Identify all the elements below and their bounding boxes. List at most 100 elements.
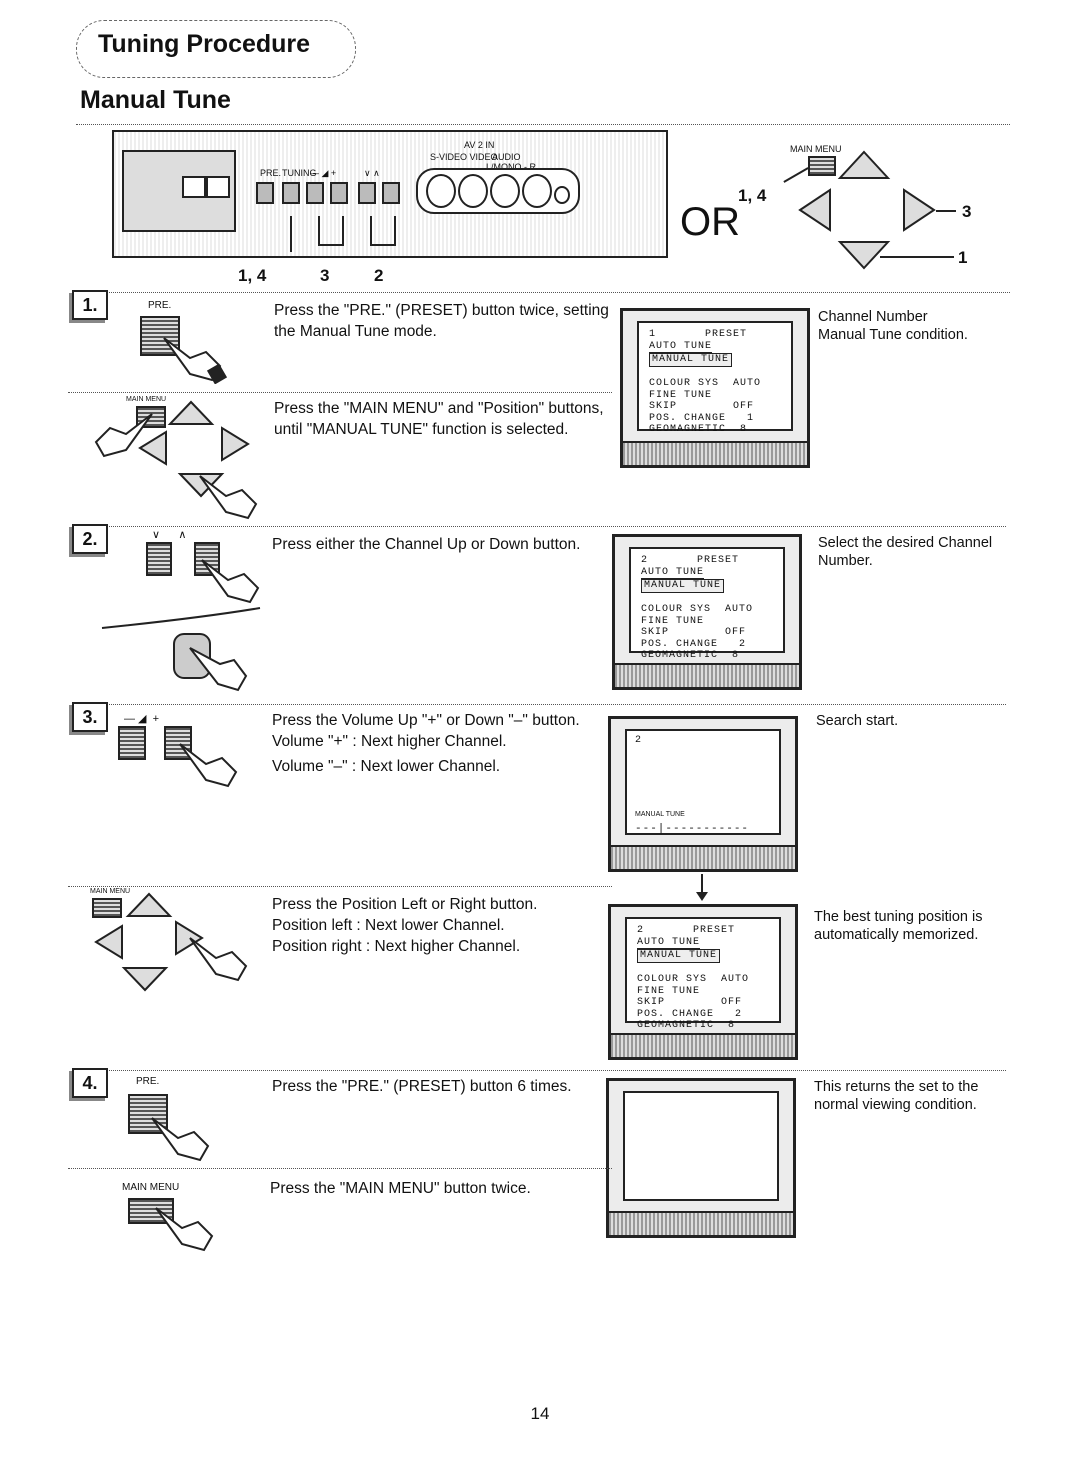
step-3-sub-line-3: Position right : Next higher Channel. bbox=[272, 938, 521, 955]
av-jack-panel bbox=[416, 168, 580, 214]
headphone-jack bbox=[554, 186, 570, 204]
osd-skip: SKIP OFF bbox=[649, 401, 755, 412]
page-number: 14 bbox=[530, 1404, 550, 1423]
step-1-osd: 1 PRESET AUTO TUNE MANUAL TUNE COLOUR SY… bbox=[649, 329, 761, 436]
osd-geomagnetic: GEOMAGNETIC 8 bbox=[641, 650, 740, 661]
step-4-sub-hand-icon bbox=[155, 1207, 214, 1252]
step-3-search-screen: 2 MANUAL TUNE ---|----------- bbox=[625, 729, 781, 835]
step-3-instruction-line-2: Volume "+" : Next higher Channel. bbox=[272, 733, 507, 750]
step-3-hand-icon bbox=[179, 743, 238, 788]
step-3-search-tv: 2 MANUAL TUNE ---|----------- bbox=[608, 716, 798, 872]
step-4-screen bbox=[623, 1091, 779, 1201]
osd-fine-tune: FINE TUNE bbox=[641, 615, 705, 627]
channel-down-button[interactable] bbox=[358, 182, 376, 204]
step-4-tv bbox=[606, 1078, 796, 1238]
step-3-right-arrow-icon bbox=[175, 920, 204, 956]
step-3-button-label: — ◢ + bbox=[124, 713, 160, 725]
callout-volume: 3 bbox=[320, 266, 330, 285]
osd-preset: PRESET bbox=[697, 555, 740, 566]
panel-label-video: S-VIDEO VIDEO bbox=[430, 152, 498, 162]
step-2-divider bbox=[72, 526, 1006, 527]
callout-channel: 2 bbox=[374, 266, 384, 285]
leader-line-down bbox=[880, 256, 954, 258]
step-1-hand-right-icon bbox=[199, 475, 258, 520]
right-arrow-icon[interactable] bbox=[900, 186, 938, 234]
leader-line-ch1 bbox=[370, 216, 372, 246]
osd-channel: 2 bbox=[637, 925, 645, 936]
pre-button[interactable] bbox=[256, 182, 274, 204]
osd-auto-tune: AUTO TUNE bbox=[649, 340, 713, 353]
osd-manual-tune: MANUAL TUNE bbox=[641, 579, 725, 593]
step-3-result-tv-base bbox=[611, 1033, 795, 1057]
remote-main-menu-button[interactable] bbox=[808, 156, 836, 176]
step-3-main-menu-key bbox=[92, 898, 122, 918]
step-3-search-tv-base bbox=[611, 845, 795, 869]
step-1-description: Channel Number Manual Tune condition. bbox=[818, 309, 968, 343]
down-arrow-icon[interactable] bbox=[836, 238, 892, 272]
step-1-number: 1. bbox=[72, 290, 108, 320]
osd-geomagnetic: GEOMAGNETIC 8 bbox=[637, 1020, 736, 1031]
up-arrow-icon[interactable] bbox=[836, 148, 892, 182]
step-1-tv-base bbox=[623, 441, 807, 465]
channel-up-button[interactable] bbox=[382, 182, 400, 204]
osd-channel: 2 bbox=[641, 555, 649, 566]
step-2-hand-icon bbox=[201, 559, 260, 604]
osd-colour-sys: COLOUR SYS AUTO bbox=[649, 378, 762, 389]
power-indicator bbox=[182, 176, 206, 198]
pointing-hand-icon bbox=[163, 337, 228, 384]
panel-label-lmono: L/MONO - R bbox=[486, 162, 537, 172]
osd-preset: PRESET bbox=[705, 329, 748, 340]
leader-line-vol1 bbox=[318, 216, 320, 246]
step-4-tv-base bbox=[609, 1211, 793, 1235]
step-3-up-arrow-icon bbox=[125, 892, 173, 917]
step-2-tv-base bbox=[615, 663, 799, 687]
step-1-hand-left-icon bbox=[94, 413, 153, 458]
section-subtitle: Manual Tune bbox=[80, 86, 231, 114]
tuning-button[interactable] bbox=[282, 182, 300, 204]
panel-label-tuning: TUNING bbox=[282, 168, 317, 178]
step-3-left-arrow-icon bbox=[94, 924, 123, 960]
leader-bracket-vol bbox=[318, 244, 344, 246]
video-jack bbox=[458, 174, 488, 208]
step-1-sub-instruction: Press the "MAIN MENU" and "Position" but… bbox=[274, 400, 604, 438]
osd-manual-tune: MANUAL TUNE bbox=[637, 949, 721, 963]
step-2-channel-up-key bbox=[194, 542, 220, 576]
remote-main-menu-label: MAIN MENU bbox=[790, 144, 842, 154]
osd-colour-sys: COLOUR SYS AUTO bbox=[641, 604, 754, 615]
osd-preset: PRESET bbox=[693, 925, 736, 936]
leader-line-ch2 bbox=[394, 216, 396, 246]
or-label: OR bbox=[680, 200, 740, 244]
step-3-sub-line-1: Press the Position Left or Right button. bbox=[272, 896, 538, 913]
step-2-screen: 2 PRESET AUTO TUNE MANUAL TUNE COLOUR SY… bbox=[629, 547, 785, 661]
osd-fine-tune: FINE TUNE bbox=[649, 389, 713, 401]
volume-up-button[interactable] bbox=[330, 182, 348, 204]
header-divider bbox=[76, 124, 1010, 125]
down-flow-arrow-icon bbox=[696, 874, 708, 901]
osd-auto-tune: AUTO TUNE bbox=[641, 566, 705, 579]
step-3-down-arrow-icon bbox=[121, 967, 169, 992]
step-4-number: 4. bbox=[72, 1068, 108, 1098]
step-2-button-label: ∨ ∧ bbox=[152, 529, 187, 541]
left-arrow-icon[interactable] bbox=[796, 186, 834, 234]
step-2-remote-curve bbox=[101, 607, 261, 692]
search-osd-channel: 2 bbox=[635, 735, 642, 746]
osd-pos-change: POS. CHANGE 1 bbox=[649, 412, 755, 424]
leader-line-menu bbox=[783, 167, 809, 183]
step-3-sub-line-2: Position left : Next lower Channel. bbox=[272, 917, 505, 934]
step-4-sub-icon-label: MAIN MENU bbox=[122, 1182, 180, 1193]
panel-label-channel: ∨ ∧ bbox=[364, 168, 380, 178]
audio-r-jack bbox=[522, 174, 552, 208]
panel-label-av: AV 2 IN bbox=[464, 140, 495, 150]
step-3-result-tv: 2 PRESET AUTO TUNE MANUAL TUNE COLOUR SY… bbox=[608, 904, 798, 1060]
volume-down-button[interactable] bbox=[306, 182, 324, 204]
step-2-tv: 2 PRESET AUTO TUNE MANUAL TUNE COLOUR SY… bbox=[612, 534, 802, 690]
step-4-sub-instruction: Press the "MAIN MENU" button twice. bbox=[270, 1180, 531, 1197]
step-4-instruction: Press the "PRE." (PRESET) button 6 times… bbox=[272, 1078, 572, 1095]
step-4-divider bbox=[72, 1070, 1006, 1071]
step-4-button-label: PRE. bbox=[136, 1076, 160, 1087]
step-3-divider bbox=[72, 704, 1006, 705]
search-progress-bar: ---|----------- bbox=[635, 823, 750, 835]
audio-l-jack bbox=[490, 174, 520, 208]
sensor-window bbox=[206, 176, 230, 198]
step-1-left-arrow-icon bbox=[138, 430, 167, 466]
